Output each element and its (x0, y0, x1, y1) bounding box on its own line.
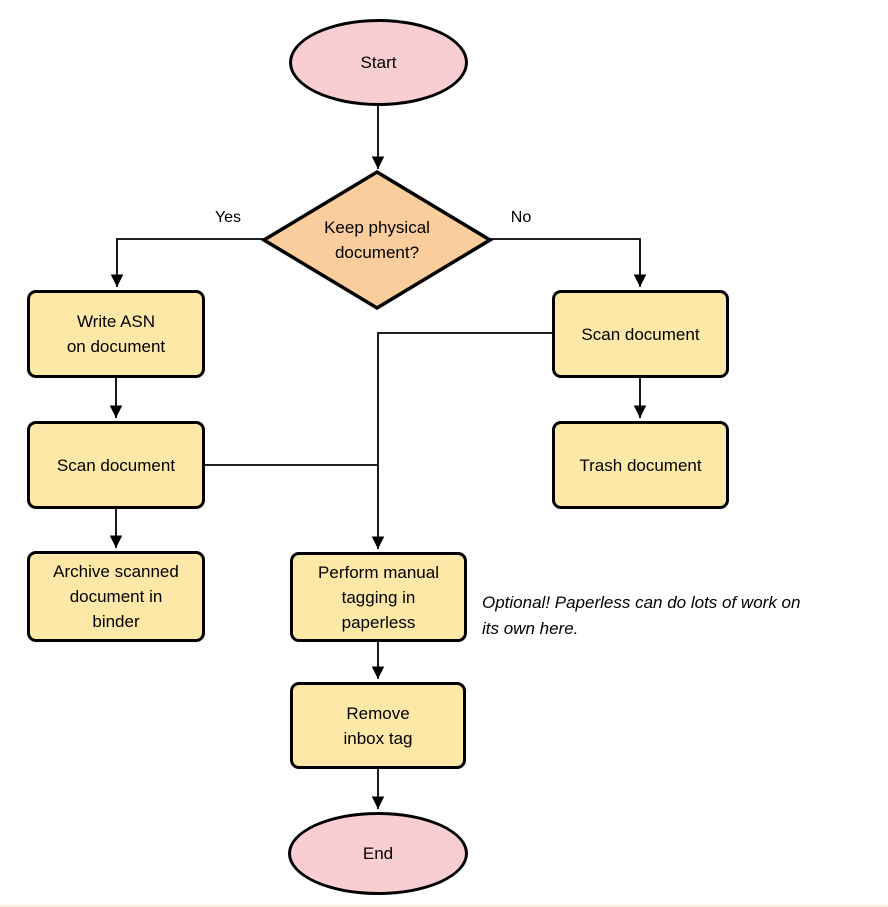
bottom-border-line (0, 905, 888, 907)
decision-diamond-shape (260, 169, 494, 311)
manual-tagging-node: Perform manual tagging in paperless (290, 552, 467, 642)
write-asn-node: Write ASN on document (27, 290, 205, 378)
edge-decision-yes (110, 238, 264, 287)
start-node: Start (289, 19, 468, 106)
scan-document-left-node: Scan document (27, 421, 205, 509)
archive-scanned-node: Archive scanned document in binder (27, 551, 205, 642)
edge-scanright-to-tagging (371, 332, 552, 549)
decision-keep-physical-document: Keep physical document? (324, 218, 430, 262)
scan-document-right-node: Scan document (552, 290, 729, 378)
edge-label-no: No (510, 209, 532, 226)
end-node: End (288, 812, 468, 895)
trash-document-node: Trash document (552, 421, 729, 509)
edge-label-yes: Yes (214, 209, 242, 226)
optional-annotation: Optional! Paperless can do lots of work … (482, 593, 801, 638)
edge-decision-no (490, 238, 647, 287)
remove-inbox-tag-node: Remove inbox tag (290, 682, 466, 769)
